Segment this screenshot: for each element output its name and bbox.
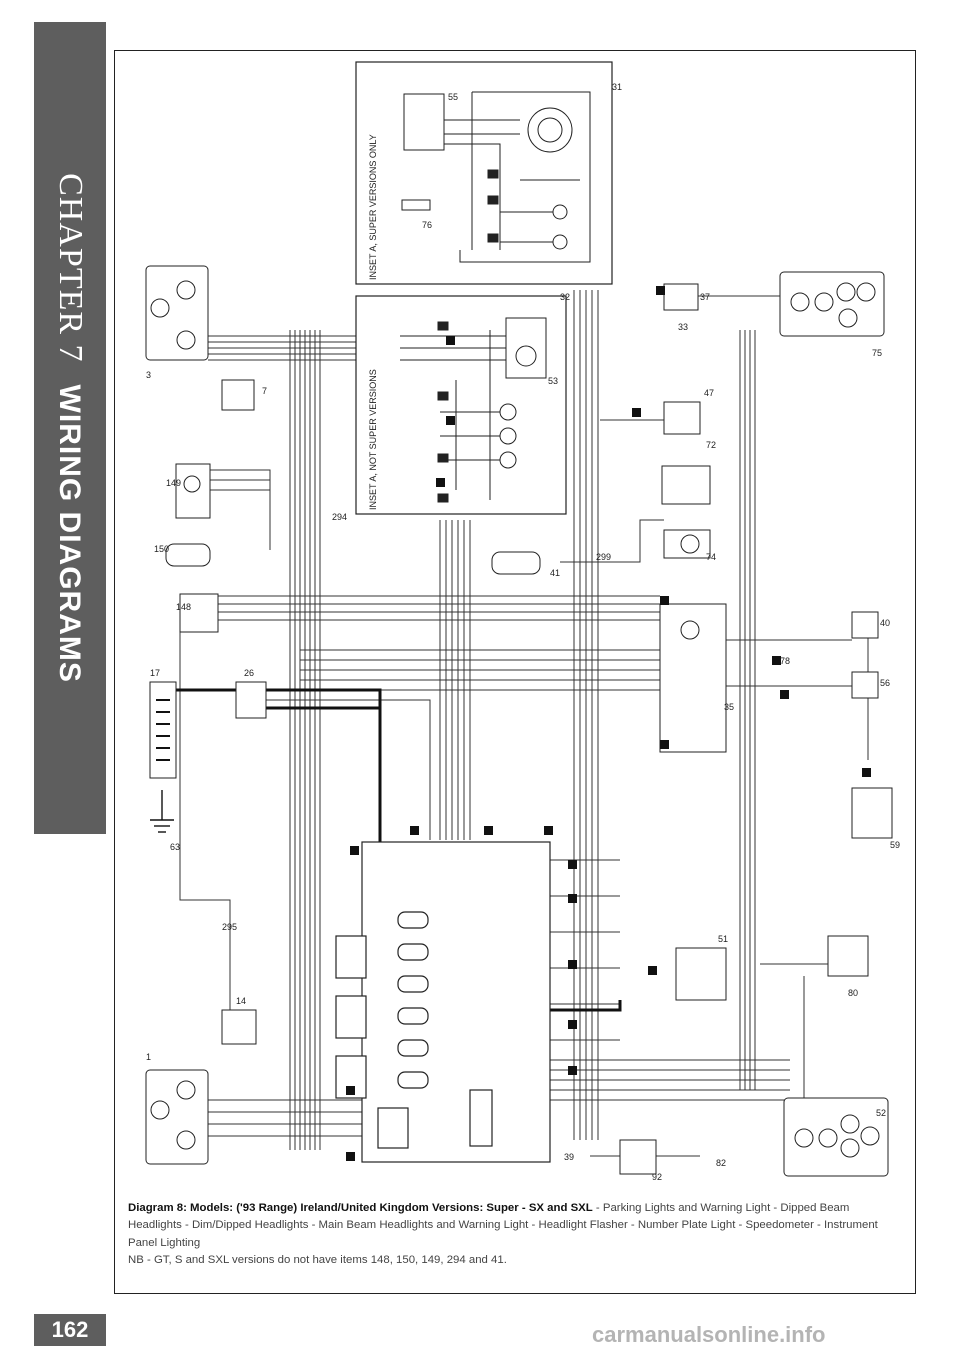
component-label: 39 [564, 1152, 574, 1162]
inset-a-super-box [355, 61, 613, 285]
component-label: 33 [678, 322, 688, 332]
inset-a-super-label: INSET A, SUPER VERSIONS ONLY [368, 134, 378, 280]
diagram-frame [114, 50, 916, 1294]
component-label: 74 [706, 552, 716, 562]
component-label: 78 [780, 656, 790, 666]
caption-note: NB - GT, S and SXL versions do not have … [128, 1254, 507, 1267]
component-label: 80 [848, 988, 858, 998]
switch-47 [663, 401, 701, 435]
left-components [145, 265, 267, 1165]
component-label: 92 [652, 1172, 662, 1182]
relay-80 [827, 935, 869, 977]
lamp-150 [165, 543, 211, 567]
component-label: 76 [422, 220, 432, 230]
component-label: 55 [448, 92, 458, 102]
component-label: 35 [724, 702, 734, 712]
component-label: 26 [244, 668, 254, 678]
component-label: 72 [706, 440, 716, 450]
switch-74 [661, 465, 711, 505]
inset-a-not-super-label: INSET A, NOT SUPER VERSIONS [368, 369, 378, 510]
component-label: 32 [560, 292, 570, 302]
component-label: 37 [700, 292, 710, 302]
component-label: 295 [222, 922, 237, 932]
diagram-caption: Diagram 8: Models: ('93 Range) Ireland/U… [128, 1200, 898, 1270]
watermark-text: carmanualsonline.info [592, 1322, 826, 1347]
component-label: 51 [718, 934, 728, 944]
relay-7 [221, 379, 255, 411]
component-label: 149 [166, 478, 181, 488]
component-label: 53 [548, 376, 558, 386]
component-label: 150 [154, 544, 169, 554]
chapter-sidebar: CHAPTER 7WIRING DIAGRAMS [34, 22, 106, 834]
wire-bundle [169, 290, 869, 1157]
page-number: 162 [34, 1314, 106, 1346]
inset-a-not-super-box [355, 295, 567, 515]
component-label: 47 [704, 388, 714, 398]
battery-17 [149, 681, 177, 779]
switch-38 [851, 787, 893, 839]
connector-markers [346, 286, 871, 1161]
caption-body: - Parking Lights and Warning Light - Dip… [128, 1202, 878, 1249]
component-label: 148 [176, 602, 191, 612]
component-label: 294 [332, 512, 347, 522]
caption-lead: Diagram 8: Models: ('93 Range) Ireland/U… [128, 1202, 593, 1214]
component-label: 75 [872, 348, 882, 358]
relay-51 [675, 947, 727, 1001]
component-label: 52 [876, 1108, 886, 1118]
component-label: 14 [236, 996, 246, 1006]
component-label: 59 [890, 840, 900, 850]
relay-14 [221, 1009, 257, 1045]
relay-44 [619, 1139, 657, 1175]
component-label: 17 [150, 668, 160, 678]
inset-a-super-components [401, 91, 591, 263]
lamp-40 [851, 611, 879, 639]
component-label: 63 [170, 842, 180, 852]
connector-37 [663, 283, 699, 311]
component-label: 82 [716, 1158, 726, 1168]
component-label: 41 [550, 568, 560, 578]
ground-symbol [150, 790, 174, 833]
component-label: 40 [880, 618, 890, 628]
component-label: 3 [146, 370, 151, 380]
component-label: 31 [612, 82, 622, 92]
component-label: 56 [880, 678, 890, 688]
lamp-36 [851, 671, 879, 699]
component-label: 1 [146, 1052, 151, 1062]
switch-148 [179, 593, 219, 633]
light-41 [491, 551, 541, 575]
battery-cells [156, 699, 170, 761]
right-components [491, 271, 893, 1177]
fusebox-26 [235, 681, 267, 719]
instrument-panel [335, 841, 551, 1163]
component-label: 299 [596, 552, 611, 562]
component-label: 7 [262, 386, 267, 396]
